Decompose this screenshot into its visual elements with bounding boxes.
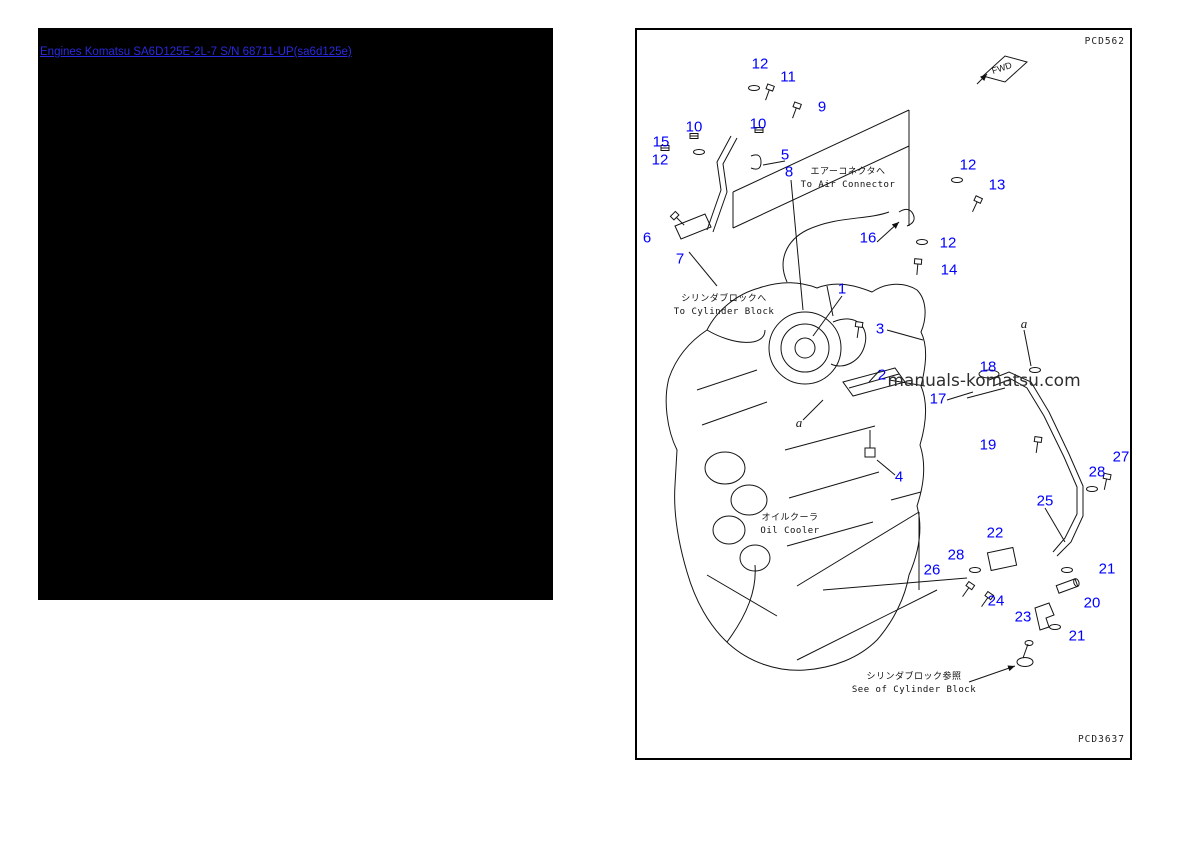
bolt-glyph: [962, 580, 976, 597]
left-image-placeholder: Engines Komatsu SA6D125E-2L-7 S/N 68711-…: [38, 28, 553, 600]
leader-lines: [688, 160, 1066, 683]
part-label-en: Oil Cooler: [760, 526, 820, 536]
callout-number-25: 25: [1036, 492, 1054, 510]
callout-number-6: 6: [642, 229, 652, 247]
washer-glyph: [693, 149, 705, 155]
callout-number-23: 23: [1014, 608, 1032, 626]
turbocharger: [768, 285, 906, 458]
callout-number-21: 21: [1068, 627, 1086, 645]
callout-number-27: 27: [1112, 448, 1130, 466]
label-layer: エアーコネクタへ To Air Connector シリンダブロックへ To Cyli…: [637, 30, 1130, 758]
bolt-glyph: [913, 258, 923, 275]
washer-glyph: [1049, 624, 1061, 630]
part-label-jp: エアーコネクタへ: [810, 167, 886, 177]
callout-number-19: 19: [979, 436, 997, 454]
fastener-glyphs: [660, 83, 1112, 630]
callout-number-24: 24: [987, 592, 1005, 610]
figure-code-bottom: PCD3637: [1077, 734, 1125, 745]
fwd-flag: FWD: [976, 55, 1029, 85]
callout-number-10: 10: [685, 118, 703, 136]
callout-number-7: 7: [675, 250, 685, 268]
oil-pipe: [966, 369, 1084, 557]
part-label-en: To Cylinder Block: [673, 307, 775, 317]
washer-glyph: [1086, 486, 1098, 492]
callout-number-5: 5: [780, 146, 790, 164]
nut-glyph: [689, 133, 699, 139]
part-label: シリンダブロック参照 See of Cylinder Block: [852, 671, 976, 697]
washer-glyph: [1029, 367, 1041, 373]
callout-number-17: 17: [929, 390, 947, 408]
callout-number-2: 2: [877, 366, 887, 384]
callout-number-13: 13: [988, 176, 1006, 194]
callout-number-1: 1: [837, 280, 847, 298]
washer-glyph: [969, 567, 981, 573]
bolt-glyph: [1033, 435, 1043, 453]
callout-number-4: 4: [894, 468, 904, 486]
callout-number-15: 15: [652, 133, 670, 151]
callout-number-28: 28: [947, 546, 965, 564]
callout-number-21: 21: [1098, 560, 1116, 578]
engine-line-art: FWD: [660, 55, 1112, 683]
nut-glyph: [754, 127, 764, 133]
callout-number-12: 12: [959, 156, 977, 174]
figure-code-top: PCD562: [1084, 36, 1125, 47]
callout-number-20: 20: [1083, 594, 1101, 612]
callout-number-16: 16: [859, 229, 877, 247]
callout-number-12: 12: [651, 151, 669, 169]
callout-number-9: 9: [817, 98, 827, 116]
bolt-glyph: [981, 590, 995, 607]
washer-glyph: [1061, 567, 1073, 573]
part-label-jp: シリンダブロックへ: [681, 294, 767, 304]
oil-cooler-lines: [796, 511, 1080, 667]
callout-number-28: 28: [1088, 463, 1106, 481]
part-label-en: To Air Connector: [800, 180, 896, 190]
part-label: オイルクーラ Oil Cooler: [760, 512, 819, 538]
parts-diagram: FWD エアーコネクタへ To Air Connector シリンダブロックへ To …: [635, 28, 1132, 760]
bolt-glyph: [792, 101, 802, 119]
part-label: シリンダブロックへ To Cylinder Block: [674, 293, 775, 319]
engine-block: [665, 282, 927, 671]
part-label-jp: オイルクーラ: [761, 513, 819, 523]
bolt-glyph: [1102, 472, 1112, 490]
bolt-glyph: [972, 195, 984, 212]
callout-number-14: 14: [940, 261, 958, 279]
callout-number-8: 8: [784, 163, 794, 181]
callout-number-10: 10: [749, 115, 767, 133]
catalog-link[interactable]: Engines Komatsu SA6D125E-2L-7 S/N 68711-…: [40, 46, 352, 58]
callout-number-11: 11: [780, 68, 796, 86]
nut-glyph: [660, 145, 670, 151]
ref-letter-a: a: [795, 415, 803, 430]
ref-letter-a: a: [1020, 316, 1028, 331]
washer-glyph: [748, 85, 760, 91]
callout-number-3: 3: [875, 320, 885, 338]
callout-number-22: 22: [986, 524, 1004, 542]
part-label-jp: シリンダブロック参照: [866, 672, 962, 682]
watermark: manuals-komatsu.com: [887, 371, 1081, 391]
callout-number-12: 12: [939, 234, 957, 252]
part-label: エアーコネクタへ To Air Connector: [801, 166, 896, 192]
bolt-glyph: [669, 210, 685, 226]
bolt-glyph: [765, 83, 775, 101]
callout-number-12: 12: [751, 55, 769, 73]
bolt-glyph: [854, 320, 864, 338]
callout-number-26: 26: [923, 561, 941, 579]
callout-number-18: 18: [979, 358, 997, 376]
washer-glyph: [951, 177, 963, 183]
part-label-en: See of Cylinder Block: [851, 685, 977, 695]
washer-glyph: [916, 239, 928, 245]
air-connector-lines: [674, 109, 915, 283]
